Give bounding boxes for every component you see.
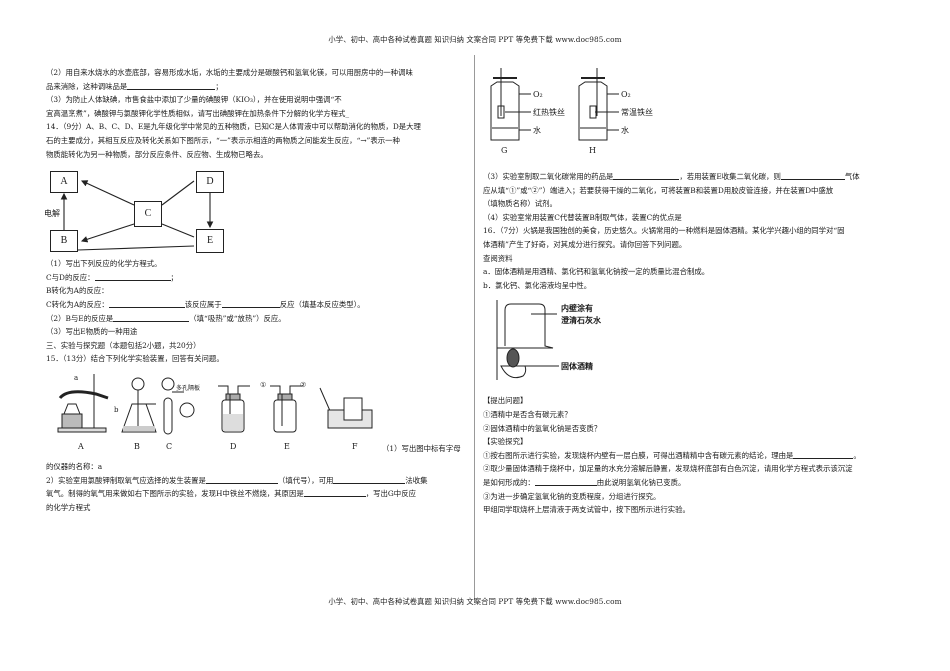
marker-b: b — [114, 405, 119, 414]
g-water-label: 水 — [533, 126, 541, 135]
q14-line1: 14．（9分）A、B、C、D、E是九年级化学中常见的五种物质，已知C是人体胃液中… — [46, 122, 421, 132]
answer-blank[interactable] — [94, 271, 171, 281]
node-e: E — [196, 229, 224, 254]
q14-line3: 物质能转化为另一种物质，部分反应条件、反应物、生成物已略去。 — [46, 149, 268, 159]
node-d: D — [196, 171, 224, 194]
beaker-label-1: 内壁涂有 — [561, 304, 593, 314]
q16-line2: 体酒精”产生了好奇，对其成分进行探究。请你回答下列问题。 — [483, 239, 687, 249]
answer-blank[interactable] — [613, 170, 680, 180]
q15-part1-start: （1）写出图中标有字母 — [382, 443, 461, 453]
q15-part4: （4）实验室常用装置C代替装置B制取气体，装置C的优点是 — [483, 212, 682, 222]
q15-part1-end: 的仪器的名称：a — [46, 461, 103, 471]
h-o2-label: O₂ — [621, 90, 631, 99]
q14-part2: （2）B与E的反应是（填“吸热”或“放热”）反应。 — [46, 312, 286, 323]
g-label: G — [501, 146, 508, 155]
answer-blank[interactable] — [793, 449, 854, 459]
beaker-label-3: 固体酒精 — [561, 362, 593, 372]
q15-part3-line2: 应从填“①”或“②”）端进入；若要获得干燥的二氧化，可将装置B和装置D用胶皮管连… — [483, 185, 834, 195]
reference-a: a．固体酒精是用酒精、氯化钙和氢氧化钠按一定的质量比混合制成。 — [483, 267, 710, 277]
q14-line2: 石的主要成分，其相互反应及转化关系如下图所示，“一”表示示相连的两物质之间能发生… — [46, 135, 400, 145]
beaker-drawing — [496, 300, 559, 381]
q15-part3-line3: （填物质名称）试剂。 — [483, 199, 557, 209]
answer-blank[interactable] — [221, 298, 280, 308]
h-label: H — [589, 146, 596, 155]
question-section-title: 【提出问题】 — [483, 396, 528, 406]
q14-cd-line: C与D的反应：； — [46, 271, 178, 282]
apparatus-label-d: D — [230, 441, 237, 451]
answer-blank[interactable] — [205, 474, 278, 484]
iron-wire-figure: O₂ 红热铁丝 水 O₂ 常温铁丝 水 G H — [483, 60, 683, 156]
experiment-section-title: 【实验探究】 — [483, 437, 528, 447]
page-footer-banner: 小学、初中、高中各种试卷真题 知识归纳 文案合同 PPT 等免费下载 www.d… — [328, 597, 622, 606]
relation-diagram: A B C D E 电解 — [44, 163, 246, 255]
page-header-banner: 小学、初中、高中各种试卷真题 知识归纳 文案合同 PPT 等免费下载 www.d… — [328, 35, 622, 44]
experiment-3: ③为进一步确定氢氧化钠的变质程度，分组进行探究。 — [483, 491, 661, 501]
q14-ba-line: B转化为A的反应： — [46, 286, 109, 296]
relation-diagram-lines — [60, 180, 214, 251]
experiment-4: 甲组同学取烧杯上层清液于两支试管中，按下图所示进行实验。 — [483, 505, 690, 515]
experiment-1: ①按右图所示进行实验，发现烧杯内壁有一层白膜，可得出酒精精中含有碳元素的结论，理… — [483, 449, 861, 460]
beaker-label-2: 澄清石灰水 — [561, 316, 601, 326]
apparatus-label-f: F — [352, 441, 358, 451]
answer-blank[interactable] — [303, 487, 366, 498]
port-1-label: ① — [260, 380, 267, 389]
beaker-figure: 内壁涂有 澄清石灰水 固体酒精 — [483, 296, 683, 388]
q14-part3: （3）写出E物质的一种用途 — [46, 327, 138, 337]
answer-blank[interactable] — [108, 298, 185, 308]
q13-part3-line1: （3）为防止人体缺碘，市售食盐中添加了少量的碘酸钾（KIO₃），并在使用说明中强… — [46, 95, 342, 105]
h-water-label: 水 — [621, 126, 629, 135]
q15-part3-line1: （3）实验室制取二氧化碳常用的药品是，若用装置E收集二氧化碳，则气体 — [483, 170, 860, 181]
q14-ca-line: C转化为A的反应：该反应属于反应（填基本反应类型）。 — [46, 298, 365, 309]
g-wire-label: 红热铁丝 — [533, 108, 565, 117]
gh-bottles — [490, 68, 619, 141]
column-divider — [474, 55, 475, 603]
experiment-2-line2: 是如何形成的：由此说明氢氧化钠已变质。 — [483, 476, 686, 487]
reference-title: 查阅资料 — [483, 253, 513, 263]
electrolysis-label: 电解 — [44, 209, 60, 219]
q15-part2-line1: 2）实验室用氯酸钾制取氧气应选择的发生装置是（填代号），可用法收集 — [46, 474, 428, 485]
q15-part2-line2: 氧气。制得的氧气用来做如右下图所示的实验，发现H中铁丝不燃烧，其原因是，写出G中… — [46, 487, 416, 499]
g-o2-label: O₂ — [533, 90, 543, 99]
apparatus-label-a: A — [78, 441, 84, 451]
answer-blank[interactable] — [534, 476, 597, 486]
apparatus-drawings — [57, 373, 373, 435]
section3-title: 三、实验与探究题（本题包括2小题，共20分） — [46, 340, 201, 350]
q14-part1: （1）写出下列反应的化学方程式。 — [46, 259, 162, 269]
apparatus-figure: a b 多孔隔板 ① ② A B C D E F （1）写出图中标有字母 — [46, 370, 464, 453]
h-wire-label: 常温铁丝 — [621, 108, 653, 117]
answer-blank[interactable] — [333, 474, 406, 484]
q15-part2-line3: 的化学方程式 — [46, 502, 91, 512]
marker-a: a — [74, 373, 79, 382]
right-column: O₂ 红热铁丝 水 O₂ 常温铁丝 水 G H （3）实验室制取二氧化碳常用的药… — [483, 66, 913, 517]
reference-b: b．氯化钙、氯化溶液均呈中性。 — [483, 280, 592, 290]
apparatus-label-e: E — [284, 441, 290, 451]
port-2-label: ② — [300, 380, 307, 389]
apparatus-label-c: C — [166, 441, 173, 451]
question-1: ①酒精中是否含有碳元素？ — [483, 409, 572, 419]
q13-part2-line1: （2）用自来水烧水的水壶底部，容易形成水垢，水垢的主要成分是碳酸钙和氢氧化镁，可… — [46, 68, 413, 77]
q16-line1: 16．（7分）火锅是我国独创的美食，历史悠久。火锅常用的一种燃料是固体酒精。某化… — [483, 226, 845, 236]
answer-blank[interactable] — [127, 80, 216, 90]
node-b: B — [50, 230, 78, 253]
q13-part3-line2: 宜高温烹煮”，碘酸钾与氯酸钾化学性质相似，请写出碘酸钾在加热条件下分解的化学方程… — [46, 108, 350, 118]
node-c: C — [134, 201, 162, 228]
apparatus-label-b: B — [134, 441, 140, 451]
porous-plate-label: 多孔隔板 — [176, 384, 201, 392]
answer-blank[interactable] — [113, 312, 190, 322]
q15-intro: 15．（13分）结合下列化学实验装置，回答有关问题。 — [46, 354, 224, 364]
q13-part2-line2: 品来消除，这种调味品是； — [46, 80, 223, 91]
question-2: ②固体酒精中的氢氧化钠是否变质？ — [483, 423, 602, 433]
answer-blank[interactable] — [780, 170, 845, 180]
experiment-2-line1: ②取少量固体酒精于烧杯中，加足量的水充分溶解后静置，发现烧杯底部有白色沉淀，请用… — [483, 464, 853, 474]
node-a: A — [50, 171, 78, 194]
left-column: （2）用自来水烧水的水壶底部，容易形成水垢，水垢的主要成分是碳酸钙和氢氧化镁，可… — [44, 66, 464, 514]
